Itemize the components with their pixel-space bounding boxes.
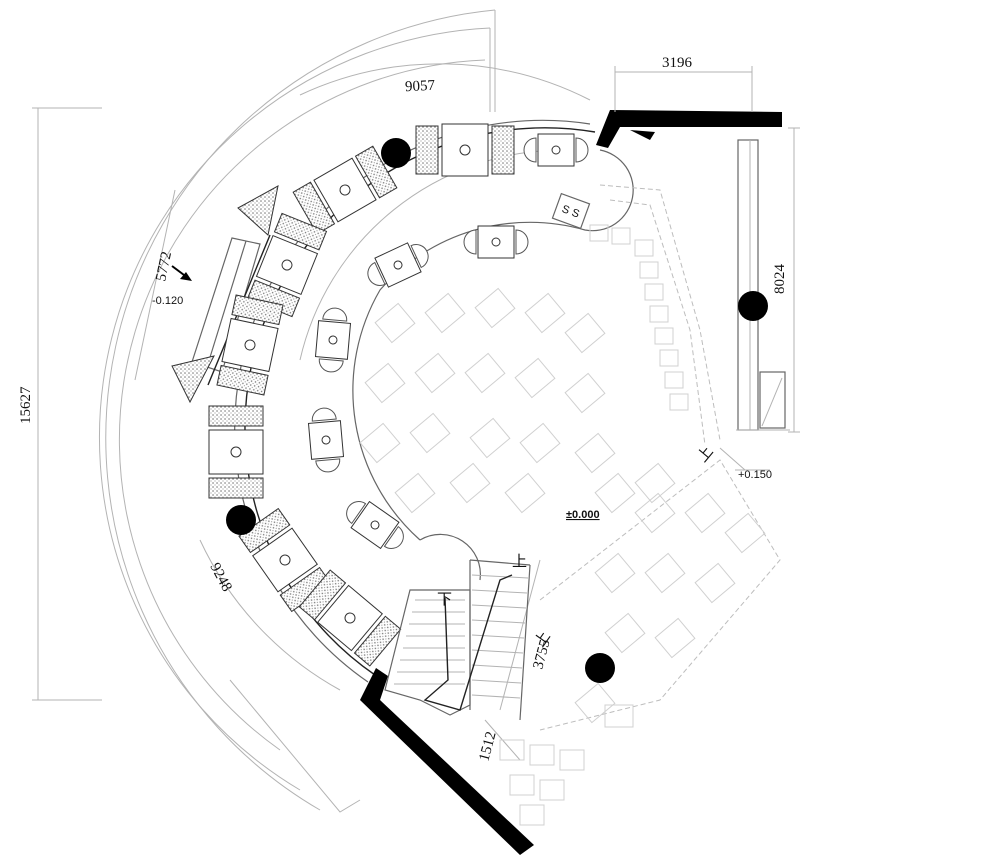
column-marker <box>585 653 615 683</box>
level-window: -0.120 <box>152 295 183 307</box>
column-marker <box>738 291 768 321</box>
solid-walls <box>360 110 782 855</box>
column-marker <box>226 505 256 535</box>
outer-building-arcs <box>99 9 496 813</box>
staircase <box>384 559 531 721</box>
booth-seating <box>208 123 515 667</box>
dim-arc-top: 9057 <box>405 78 436 96</box>
dim-window-span: 5772 <box>153 250 175 283</box>
service-label: S S <box>560 203 581 220</box>
dim-stair-span: 3755 <box>530 638 553 671</box>
dim-arc-bottom: 9248 <box>206 560 234 594</box>
inner-table-ring <box>307 133 634 581</box>
dimension-lines <box>32 63 800 761</box>
stair-up-label: 上 <box>512 552 527 570</box>
level-floor: ±0.000 <box>566 509 600 521</box>
dim-left-height: 15627 <box>18 386 34 424</box>
column-marker <box>381 138 411 168</box>
dim-right-top: 3196 <box>662 55 693 71</box>
right-walls <box>736 139 790 431</box>
level-terrace: +0.150 <box>738 469 772 481</box>
dim-right-height: 8024 <box>772 264 788 295</box>
structural-columns <box>226 138 768 683</box>
stair-down-label: 下 <box>437 590 452 608</box>
ghost-tables-center <box>359 287 676 514</box>
ghost-tables-terrace <box>499 184 781 826</box>
down-arrow-icon <box>171 265 192 281</box>
dim-entry-span: 1512 <box>476 730 499 763</box>
terrace-up-label: 上 <box>693 442 716 465</box>
service-station: S S <box>551 192 591 230</box>
